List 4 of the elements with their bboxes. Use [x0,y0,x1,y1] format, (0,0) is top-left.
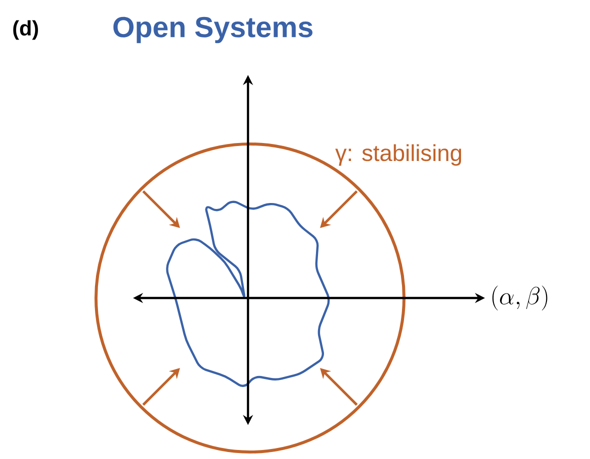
curve-label: γ: stabilising [335,144,462,166]
panel-label: (d) [13,20,38,40]
axis-label: $(\alpha, \beta)$ [492,286,548,310]
title: Open Systems [113,16,312,44]
